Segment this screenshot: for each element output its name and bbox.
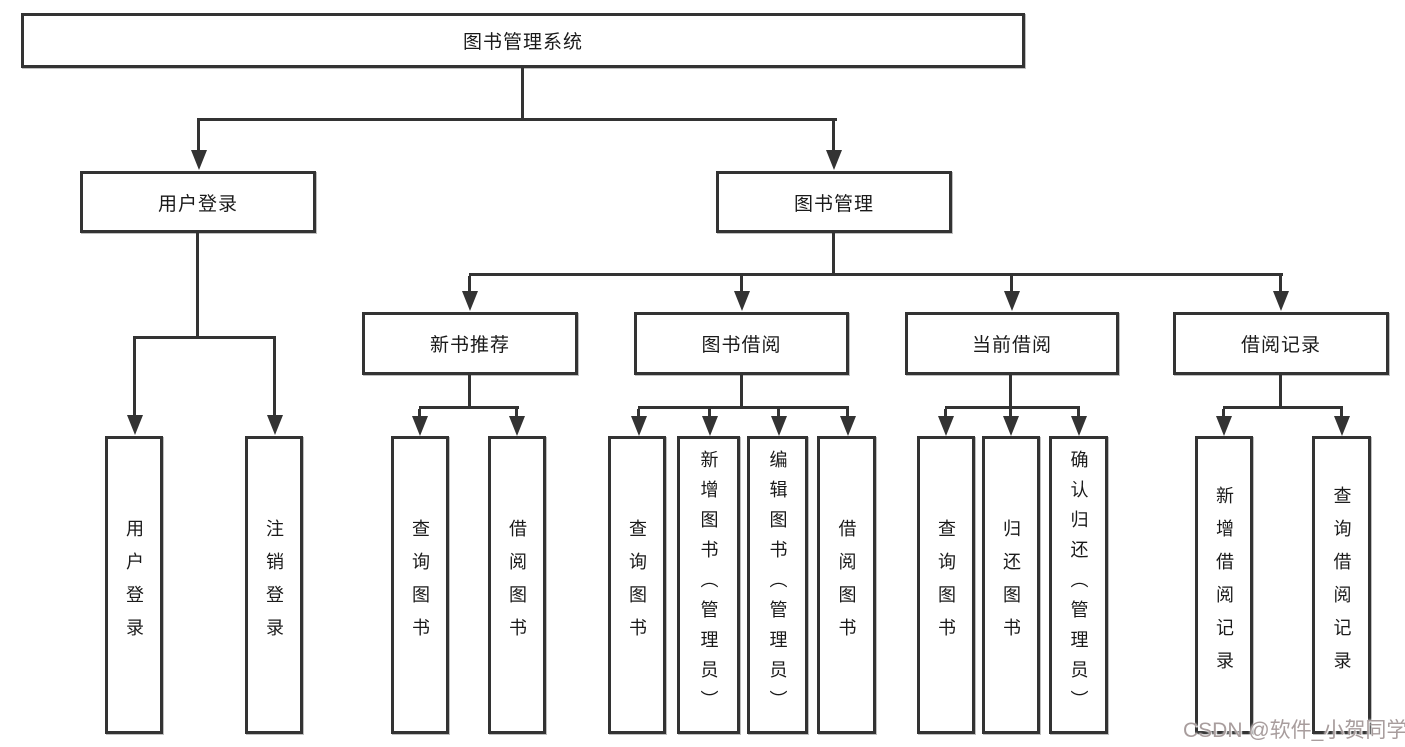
arrowhead-icon bbox=[938, 416, 954, 436]
node-label: 当前借阅 bbox=[971, 335, 1052, 356]
connector-line bbox=[832, 233, 835, 273]
connector-line bbox=[196, 233, 199, 336]
leaf-return-book: 归还图书 bbox=[982, 436, 1040, 734]
connector-line bbox=[708, 409, 711, 417]
leaf-query-borrow-record: 查询借阅记录 bbox=[1312, 436, 1371, 734]
arrowhead-icon bbox=[734, 291, 750, 311]
node-label: 借阅记录 bbox=[1240, 335, 1321, 356]
node-label: 新增借阅记录 bbox=[1214, 486, 1234, 684]
arrowhead-icon bbox=[631, 416, 647, 436]
leaf-borrow-book-recommend: 借阅图书 bbox=[488, 436, 546, 734]
arrowhead-icon bbox=[702, 416, 718, 436]
connector-line bbox=[740, 276, 743, 292]
leaf-borrow-book: 借阅图书 bbox=[817, 436, 876, 734]
connector-line bbox=[944, 409, 947, 417]
arrowhead-icon bbox=[412, 416, 428, 436]
connector-line bbox=[1223, 406, 1343, 409]
leaf-query-book-recommend: 查询图书 bbox=[391, 436, 449, 734]
connector-line bbox=[197, 118, 837, 121]
arrowhead-icon bbox=[127, 415, 143, 435]
connector-line bbox=[419, 406, 519, 409]
node-label: 确认归还（管理员） bbox=[1068, 450, 1089, 720]
arrowhead-icon bbox=[1071, 416, 1087, 436]
arrowhead-icon bbox=[1003, 416, 1019, 436]
node-label: 归还图书 bbox=[1001, 519, 1021, 651]
connector-line bbox=[133, 336, 136, 416]
connector-line bbox=[197, 118, 200, 151]
arrowhead-icon bbox=[1273, 291, 1289, 311]
connector-line bbox=[1010, 276, 1013, 292]
connector-line bbox=[418, 409, 421, 417]
connector-line bbox=[740, 375, 743, 406]
node-book-borrow: 图书借阅 bbox=[634, 312, 849, 375]
leaf-add-borrow-record: 新增借阅记录 bbox=[1195, 436, 1253, 734]
connector-line bbox=[515, 409, 518, 417]
node-current-borrow: 当前借阅 bbox=[905, 312, 1119, 375]
leaf-confirm-return-admin: 确认归还（管理员） bbox=[1049, 436, 1108, 734]
node-label: 查询图书 bbox=[936, 519, 956, 651]
node-label: 新增图书（管理员） bbox=[698, 450, 719, 720]
node-user-login: 用户登录 bbox=[80, 171, 316, 233]
arrowhead-icon bbox=[771, 416, 787, 436]
arrowhead-icon bbox=[462, 291, 478, 311]
arrowhead-icon bbox=[191, 150, 207, 170]
node-label: 查询图书 bbox=[410, 519, 430, 651]
arrowhead-icon bbox=[267, 415, 283, 435]
connector-line bbox=[777, 409, 780, 417]
connector-line bbox=[1222, 409, 1225, 417]
node-label: 编辑图书（管理员） bbox=[767, 450, 788, 720]
node-borrow-record: 借阅记录 bbox=[1173, 312, 1389, 375]
connector-line bbox=[1009, 375, 1012, 406]
connector-line bbox=[1340, 409, 1343, 417]
connector-line bbox=[832, 118, 835, 151]
node-label: 查询借阅记录 bbox=[1331, 486, 1352, 684]
node-root-library-system: 图书管理系统 bbox=[21, 13, 1025, 68]
arrowhead-icon bbox=[1334, 416, 1350, 436]
arrowhead-icon bbox=[509, 416, 525, 436]
connector-line bbox=[846, 409, 849, 417]
arrowhead-icon bbox=[826, 150, 842, 170]
connector-line bbox=[468, 375, 471, 406]
node-label: 图书管理 bbox=[793, 193, 874, 215]
connector-line bbox=[468, 276, 471, 292]
connector-line bbox=[469, 273, 1283, 276]
connector-line bbox=[945, 406, 1080, 409]
connector-line bbox=[273, 336, 276, 416]
arrowhead-icon bbox=[1216, 416, 1232, 436]
node-label: 借阅图书 bbox=[507, 519, 527, 651]
node-label: 用户登录 bbox=[157, 193, 238, 215]
leaf-query-book-borrow: 查询图书 bbox=[608, 436, 666, 734]
csdn-watermark: CSDN @软件_小贺同学 bbox=[1183, 719, 1405, 742]
leaf-add-book-admin: 新增图书（管理员） bbox=[677, 436, 740, 734]
node-label: 新书推荐 bbox=[429, 335, 510, 356]
connector-line bbox=[638, 406, 849, 409]
arrowhead-icon bbox=[840, 416, 856, 436]
leaf-logout: 注销登录 bbox=[245, 436, 303, 734]
leaf-query-book-current: 查询图书 bbox=[917, 436, 975, 734]
node-new-book-recommend: 新书推荐 bbox=[362, 312, 578, 375]
connector-line bbox=[1279, 276, 1282, 292]
connector-line bbox=[1009, 409, 1012, 417]
connector-line bbox=[521, 68, 524, 120]
node-label: 借阅图书 bbox=[836, 519, 857, 651]
connector-line bbox=[133, 336, 276, 339]
connector-line bbox=[1077, 409, 1080, 417]
node-label: 查询图书 bbox=[627, 519, 647, 651]
arrowhead-icon bbox=[1004, 291, 1020, 311]
node-label: 注销登录 bbox=[264, 519, 284, 651]
node-label: 用户登录 bbox=[124, 519, 144, 651]
connector-line bbox=[1279, 375, 1282, 406]
node-label: 图书借阅 bbox=[701, 335, 782, 356]
node-label: 图书管理系统 bbox=[462, 32, 583, 53]
leaf-edit-book-admin: 编辑图书（管理员） bbox=[747, 436, 808, 734]
connector-line bbox=[637, 409, 640, 417]
node-book-management: 图书管理 bbox=[716, 171, 952, 233]
leaf-user-login: 用户登录 bbox=[105, 436, 163, 734]
